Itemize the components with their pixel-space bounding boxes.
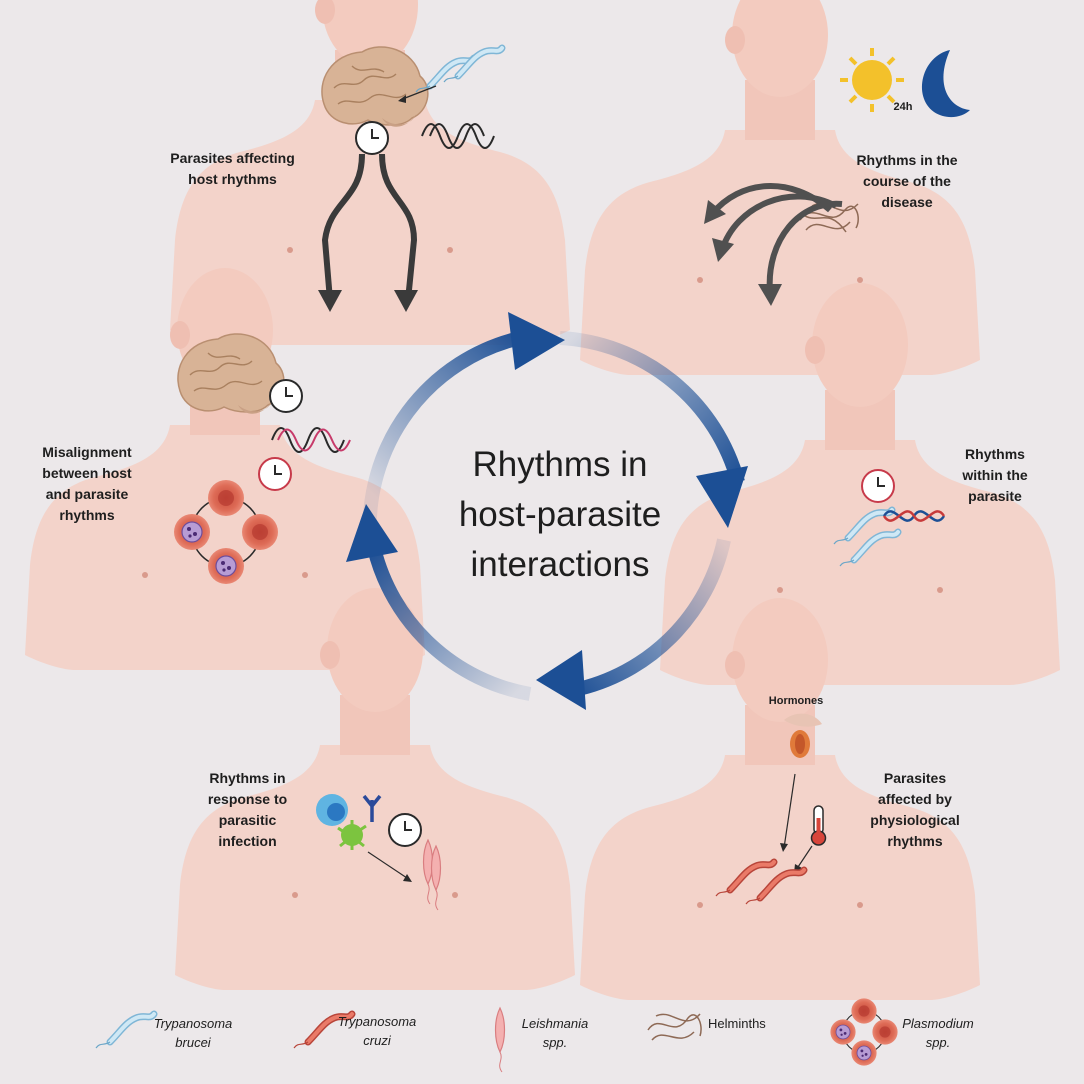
arrowhead-icon: [394, 290, 418, 312]
pointer-arrow: [783, 773, 796, 849]
cycle-arrowhead-icon: [346, 504, 398, 562]
infected-red-blood-cell-icon: [207, 547, 245, 585]
infected-red-blood-cell-icon: [173, 513, 211, 551]
moon-icon: [922, 50, 970, 118]
arrowhead-icon: [712, 238, 734, 262]
legend-icons: [96, 998, 898, 1073]
arrowhead-icon: [758, 284, 782, 306]
legend-label-trypanosoma-cruzi: Trypanosoma cruzi: [337, 1014, 417, 1048]
hormones-label: Hormones: [768, 695, 824, 707]
parasite-clock-icon: [258, 457, 292, 491]
cycle-arrow-shaft: [559, 331, 745, 484]
parasite-rhythm-wave-icon: [277, 428, 351, 452]
rhythm-wave-icon: [429, 123, 485, 149]
label-parasites-affecting-host-rhythms: Parasites affecting host rhythms: [170, 150, 295, 187]
panel-rhythms-within-parasite: [660, 283, 1060, 685]
legend-label-helminths: Helminths: [708, 1016, 766, 1031]
arrowhead-icon: [780, 843, 788, 852]
legend-label-leishmania: Leishmania spp.: [521, 1016, 589, 1050]
immune-cell-icon: [316, 794, 348, 826]
pointer-arrow: [367, 851, 411, 881]
label-rhythms-response-to-infection: Rhythms in response to parasitic infecti…: [207, 770, 288, 849]
legend-label-trypanosoma-brucei: Trypanosoma brucei: [153, 1016, 233, 1050]
cycle-arrow-shaft: [572, 538, 731, 697]
label-misalignment: Misalignment between host and parasite r…: [42, 444, 132, 523]
pointer-arrow: [795, 845, 813, 871]
diagram-title: Rhythms in host-parasite interactions: [458, 445, 662, 584]
cycle-period-label: 24h: [893, 101, 913, 113]
helminths-icon: [647, 1013, 702, 1041]
endocrine-glands-icon: [784, 713, 822, 758]
progression-arrow: [719, 193, 838, 251]
panel-parasites-affecting-host-rhythms: [170, 0, 570, 345]
panel-parasites-affected-physiological: [580, 598, 980, 1000]
panel-misalignment: [25, 268, 425, 670]
dna-icon: [882, 510, 946, 522]
arrowhead-icon: [318, 290, 342, 312]
panel-rhythms-course-of-disease: [580, 0, 980, 375]
cycle-arrow-shaft: [362, 331, 522, 541]
arrowhead-icon: [403, 874, 412, 882]
plasmodium-icon: [829, 998, 898, 1067]
clock-icon: [861, 469, 895, 503]
red-blood-cell-icon: [208, 480, 244, 516]
cycle-arrowhead-icon: [536, 650, 586, 710]
label-parasites-affected-physiological: Parasites affected by physiological rhyt…: [870, 770, 960, 849]
sun-icon: [840, 48, 904, 112]
thermometer-icon: [810, 805, 827, 846]
red-blood-cell-icon: [242, 514, 278, 550]
clock-icon: [388, 813, 422, 847]
label-rhythms-within-parasite: Rhythms within the parasite: [962, 446, 1028, 504]
signal-arrow-left: [321, 153, 365, 301]
antibody-icon: [362, 794, 382, 822]
arrowhead-icon: [398, 95, 406, 103]
cycle-arrow-shaft: [367, 546, 532, 701]
label-rhythms-course-of-disease: Rhythms in the course of the disease: [856, 152, 958, 210]
panel-rhythms-response-to-infection: [175, 588, 575, 990]
trypanosoma-brucei-icon: [96, 1014, 154, 1048]
arrowhead-icon: [704, 200, 726, 224]
legend-label-plasmodium: Plasmodium spp.: [902, 1016, 974, 1050]
cycle-arrowhead-icon: [508, 312, 565, 370]
dendritic-cell-icon: [337, 820, 367, 850]
progression-arrow: [766, 200, 843, 293]
rhythm-cycle-arrows: [346, 312, 748, 710]
signal-arrow-right: [379, 153, 418, 301]
leishmania-icon: [494, 1007, 506, 1073]
clock-icon: [269, 379, 303, 413]
cycle-arrowhead-icon: [696, 466, 748, 528]
clock-icon: [355, 121, 389, 155]
